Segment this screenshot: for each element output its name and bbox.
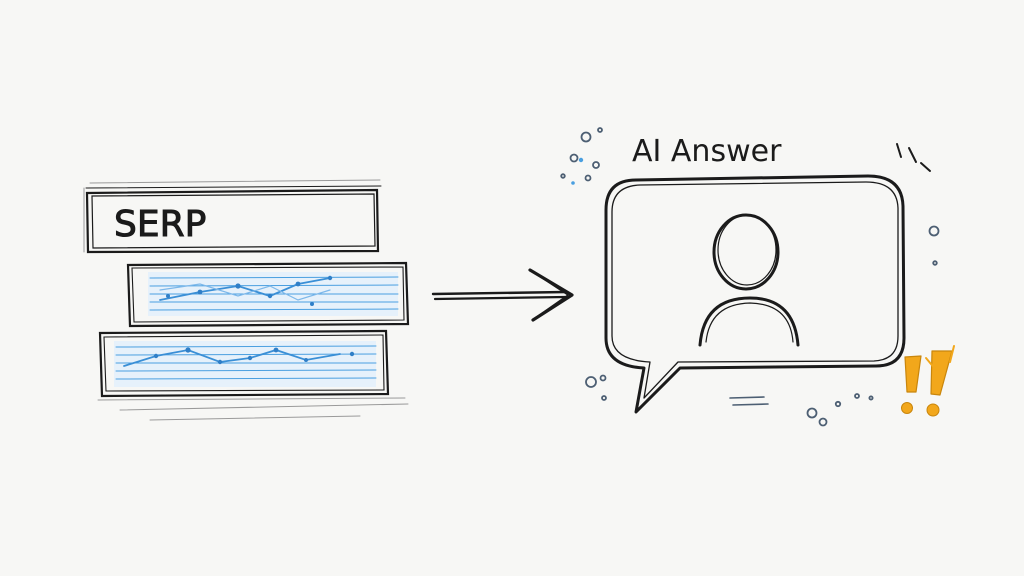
person-icon	[698, 213, 800, 347]
serp-result-fill-2	[114, 341, 376, 387]
double-exclamation-icon	[901, 345, 955, 417]
serp-result-points-1	[166, 275, 333, 306]
speech-bubble	[604, 174, 906, 414]
serp-result-points-2	[153, 347, 355, 365]
decorative-dots-blue	[571, 157, 584, 185]
serp-title-bar	[85, 185, 382, 254]
serp-stack: SERP	[83, 179, 410, 421]
decorative-dots-left	[560, 127, 607, 401]
decorative-dots-right	[806, 225, 940, 427]
serp-result-trend-1b	[159, 283, 331, 301]
ai-answer-label: AI Answer	[632, 134, 782, 169]
sketch-shadow-lines	[83, 179, 409, 421]
sketch-dashes	[729, 396, 769, 406]
serp-result-trend-2	[123, 349, 341, 367]
serp-label: SERP	[114, 204, 206, 245]
serp-result-bar-2	[98, 329, 390, 398]
serp-result-bar-1	[126, 261, 410, 328]
spark-lines	[896, 143, 931, 172]
right-arrow-icon	[431, 268, 574, 322]
